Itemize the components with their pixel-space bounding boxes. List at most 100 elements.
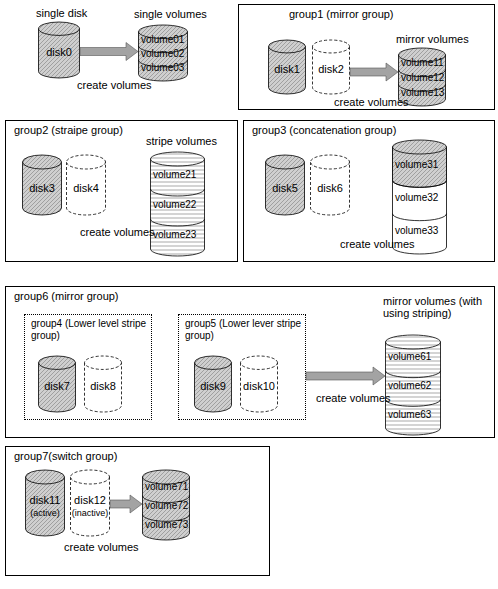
- volume-cylinder: mirror volumes (with using striping)volu…: [385, 335, 441, 435]
- disk-label: disk7: [44, 380, 70, 392]
- block-arrow: [350, 63, 398, 81]
- disk-cylinder: disk6: [310, 155, 350, 215]
- volume-divider: [151, 189, 205, 196]
- cylinder-top: [393, 140, 447, 154]
- cylinder-body: [269, 46, 306, 94]
- cylinder-top: [386, 335, 441, 349]
- disk-cylinder: disk5: [265, 155, 305, 215]
- shape-caption: mirror volumes: [396, 33, 469, 45]
- cylinder-body: [151, 159, 205, 256]
- volume-divider: [151, 219, 205, 226]
- cylinder-body: [241, 363, 278, 412]
- cylinder-body: [139, 32, 188, 81]
- cylinder-body: [143, 477, 190, 540]
- volume-label: volume02: [141, 48, 184, 60]
- action-label: create volumes: [340, 238, 415, 250]
- cylinder-top: [39, 22, 80, 35]
- cylinder-top: [71, 470, 110, 484]
- disk-cylinder: disk4: [66, 155, 106, 215]
- volume-cylinder: single volumesvolume01volume02volume03: [138, 25, 188, 81]
- group-box: disk7 disk8 group4 (Lower level stripe gro…: [24, 314, 152, 420]
- volume-divider: [386, 399, 441, 406]
- disk-cylinder: disk3: [22, 155, 62, 215]
- cylinder-body: [266, 162, 305, 215]
- group-box: disk1disk2mirror volumesvolume11volume12…: [238, 4, 495, 110]
- volume-divider: [393, 180, 447, 187]
- disk-cylinder: disk1: [268, 40, 306, 94]
- cylinder-top: [269, 40, 306, 53]
- block-arrow: [110, 495, 142, 513]
- cylinder-body: [195, 363, 232, 412]
- disk-label: (inactive): [72, 507, 109, 519]
- group-box: disk7 disk8 group4 (Lower level stripe gro…: [5, 286, 495, 438]
- shape-caption: single disk: [36, 7, 87, 19]
- volume-label: volume31: [395, 159, 438, 171]
- disk-cylinder: disk11(active): [25, 470, 65, 536]
- disk-cylinder: disk10: [240, 356, 278, 412]
- group-heading: group3 (concatenation group): [252, 124, 396, 136]
- cylinder-top: [67, 155, 106, 169]
- volume-label: volume61: [388, 351, 431, 363]
- group-heading: group2 (straipe group): [14, 124, 123, 136]
- volume-divider: [393, 214, 447, 221]
- cylinder-top: [26, 470, 65, 484]
- cylinder-body: [71, 477, 110, 536]
- group-heading: group4 (Lower level stripe group): [31, 318, 149, 342]
- cylinder-body: [67, 162, 106, 215]
- cylinder-top: [39, 356, 76, 369]
- disk-label: disk12: [74, 494, 106, 506]
- volume-label: volume32: [395, 192, 438, 204]
- action-label: create volumes: [64, 541, 139, 553]
- disk-label: disk0: [46, 46, 72, 58]
- action-label: create volumes: [80, 226, 155, 238]
- disk-label: (active): [30, 507, 60, 519]
- volume-label: volume33: [395, 225, 438, 237]
- volume-cylinder: volume31 volume32 volume33: [392, 140, 447, 254]
- group-box: disk3disk4 stripe volumes volume21 volume22…: [5, 120, 238, 262]
- cylinder-body: [26, 477, 65, 536]
- volume-label: volume63: [388, 409, 431, 421]
- volume-label: volume03: [141, 62, 184, 74]
- cylinder-top: [23, 155, 62, 169]
- action-label: create volumes: [316, 392, 391, 404]
- disk-cylinder: disk8: [84, 356, 122, 412]
- group-heading: group7(switch group): [14, 450, 117, 462]
- cylinder-top: [266, 155, 305, 169]
- cylinder-top: [195, 356, 232, 369]
- cylinder-body: [85, 363, 122, 412]
- cylinder-top: [241, 356, 278, 369]
- action-label: create volumes: [77, 79, 152, 91]
- volume-label: volume23: [153, 229, 196, 241]
- volume-label: volume21: [153, 169, 196, 181]
- volume-label: volume71: [145, 481, 188, 493]
- disk-label: disk8: [90, 380, 116, 392]
- cylinder-body: [39, 29, 80, 78]
- disk-label: disk2: [318, 63, 344, 75]
- volume-label: volume73: [145, 519, 188, 531]
- shape-caption: stripe volumes: [146, 135, 217, 147]
- cylinder-top: [313, 40, 350, 53]
- action-label: create volumes: [334, 96, 409, 108]
- block-arrow: [306, 367, 385, 385]
- cylinder-top: [85, 356, 122, 369]
- volume-label: volume01: [141, 34, 184, 46]
- group-heading: group6 (mirror group): [14, 290, 119, 302]
- group-heading: group1 (mirror group): [289, 8, 394, 20]
- volume-label: volume72: [145, 500, 188, 512]
- volume-label: volume11: [401, 57, 444, 69]
- disk-label: disk11: [30, 494, 61, 506]
- volume-label: volume22: [153, 199, 196, 211]
- disk-cylinder: disk2: [312, 40, 350, 94]
- volume-cylinder: stripe volumesvolume21volume22volume23: [150, 152, 205, 256]
- disk-label: disk6: [317, 182, 343, 194]
- cylinder-body: [311, 162, 350, 215]
- volume-cylinder: volume71 volume72 volume73: [142, 470, 190, 540]
- cylinder-body: [393, 147, 447, 254]
- block-arrow: [80, 43, 138, 61]
- cylinder-body: [386, 342, 441, 435]
- disk-cylinder: disk12(inactive): [70, 470, 110, 536]
- group-heading: group5 (Lower lever stripe group): [185, 318, 303, 342]
- cylinder-body: [23, 162, 62, 215]
